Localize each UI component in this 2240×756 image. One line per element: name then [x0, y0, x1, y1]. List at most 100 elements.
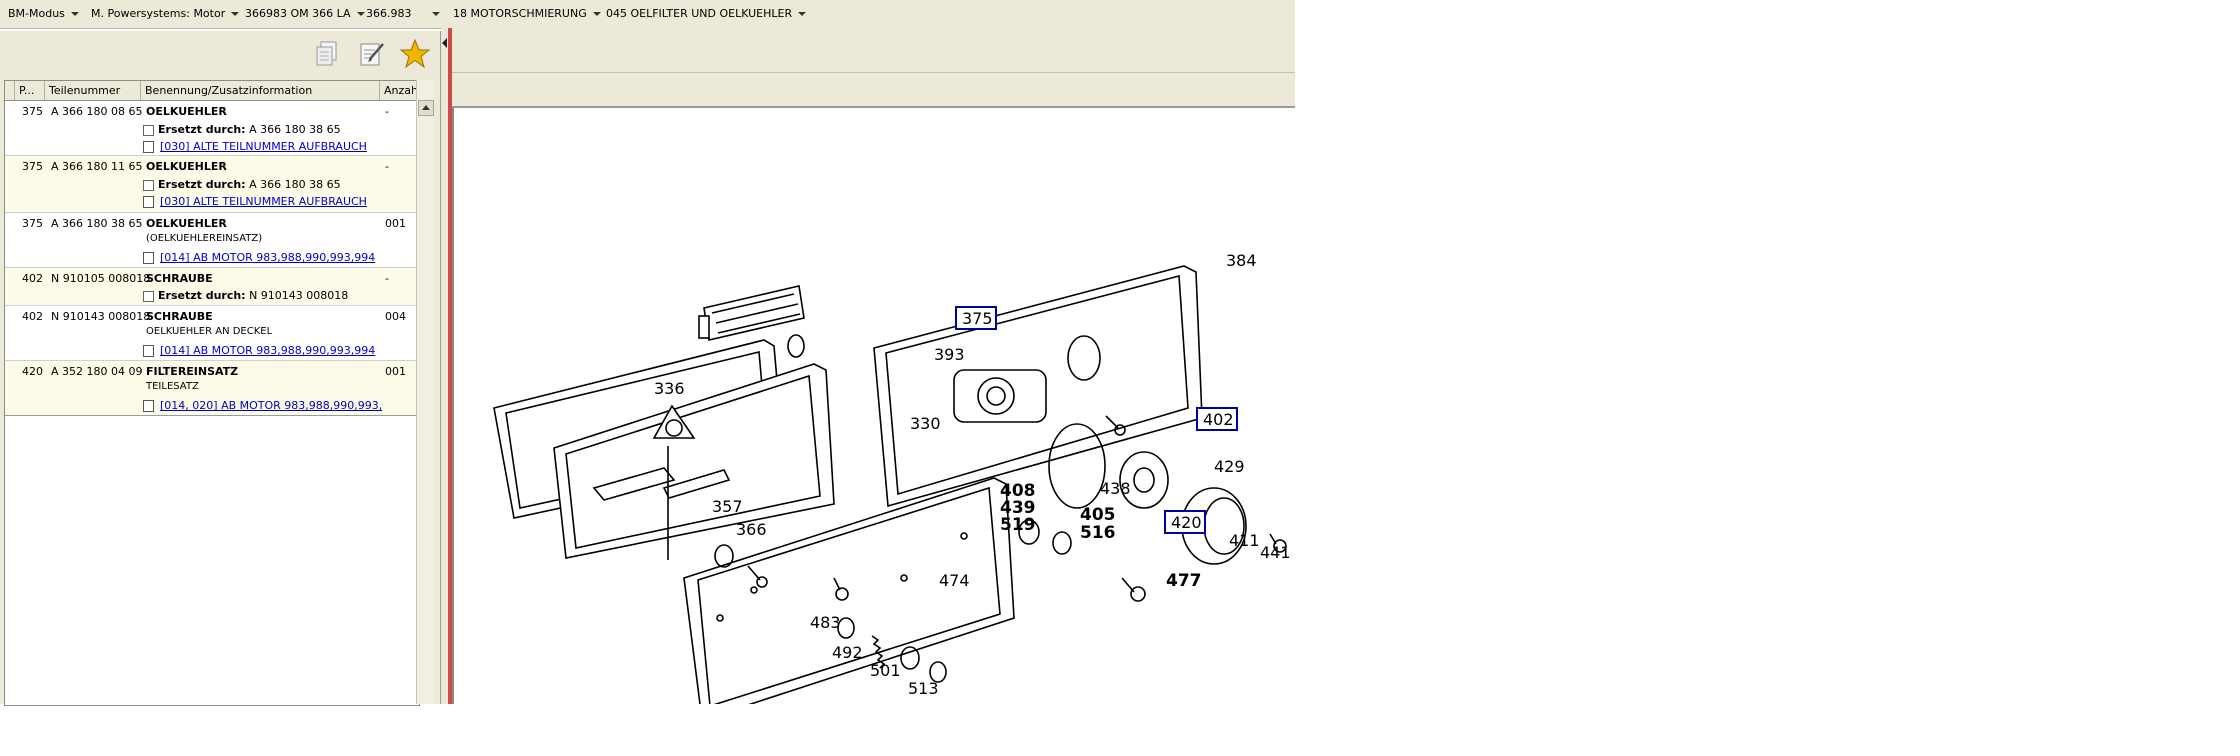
row-qty: 004 — [385, 310, 406, 323]
parts-table: P... Teilenummer Benennung/Zusatzinforma… — [4, 80, 420, 706]
checkbox-icon[interactable] — [143, 124, 154, 136]
row-pos: 375 — [22, 160, 43, 173]
callout-336: 336 — [654, 379, 685, 398]
collapse-left-icon[interactable] — [442, 38, 447, 48]
row-qty: - — [385, 272, 389, 285]
drawing-toolbar-row — [452, 28, 1295, 73]
row-part-name: OELKUEHLER — [146, 160, 227, 173]
exploded-drawing-svg: 384 375 393 336 402 330 429 438 357 366 … — [493, 251, 1291, 704]
callout-405: 405 — [1080, 505, 1116, 525]
chevron-down-icon — [431, 12, 440, 16]
row-qty: - — [385, 105, 389, 118]
row-part-number: A 366 180 11 65 — [51, 160, 143, 173]
callout-483: 483 — [810, 613, 841, 632]
callout-420[interactable]: 420 — [1171, 513, 1202, 532]
row-qty: 001 — [385, 365, 406, 378]
checkbox-icon[interactable] — [143, 179, 154, 191]
callout-441: 441 — [1260, 543, 1291, 562]
table-row[interactable]: 402 N 910105 008018 SCHRAUBE - Ersetzt d… — [5, 268, 419, 306]
document-icon — [143, 141, 154, 153]
seal-ring-393 — [787, 334, 805, 358]
breadcrumb-model[interactable]: 366983 OM 366 LA — [245, 7, 365, 21]
row-part-number: A 366 180 08 65 — [51, 105, 143, 118]
column-header-number[interactable]: Teilenummer — [45, 81, 141, 100]
row-replacement: Ersetzt durch: A 366 180 38 65 — [143, 178, 341, 192]
breadcrumb-type[interactable]: 366.983 — [366, 7, 440, 21]
scroll-up-button[interactable] — [418, 100, 434, 116]
chevron-down-icon — [798, 12, 807, 16]
document-icon — [143, 400, 154, 412]
row-pos: 420 — [22, 365, 43, 378]
row-part-name: OELKUEHLER — [146, 217, 227, 230]
star-icon[interactable] — [398, 37, 432, 71]
callout-357: 357 — [712, 497, 743, 516]
vertical-scrollbar[interactable] — [416, 80, 434, 704]
seal-357 — [714, 544, 734, 568]
seal-ring-438 — [1048, 423, 1106, 509]
row-part-name: SCHRAUBE — [146, 272, 213, 285]
column-header-pos[interactable]: P... — [15, 81, 45, 100]
row-replacement: Ersetzt durch: A 366 180 38 65 — [143, 123, 341, 137]
column-header-qty[interactable]: Anzahl — [384, 84, 419, 97]
breadcrumb-subgroup[interactable]: 045 OELFILTER UND OELKUEHLER — [606, 7, 807, 21]
row-qty: - — [385, 160, 389, 173]
washer-408 — [1018, 519, 1040, 545]
table-row[interactable]: 402 N 910143 008018 SCHRAUBE 004 OELKUEH… — [5, 306, 419, 361]
table-row[interactable]: 375 A 366 180 08 65 OELKUEHLER - Ersetzt… — [5, 101, 419, 156]
breadcrumb-mode[interactable]: BM-Modus — [8, 7, 79, 21]
breadcrumb-group[interactable]: 18 MOTORSCHMIERUNG — [453, 7, 601, 21]
row-footnote-link[interactable]: [014, 020] AB MOTOR 983,988,990,993, — [143, 399, 382, 413]
callout-box-375[interactable] — [955, 306, 997, 330]
callout-516: 516 — [1080, 523, 1116, 543]
document-icon — [143, 252, 154, 264]
table-header: P... Teilenummer Benennung/Zusatzinforma… — [5, 81, 419, 101]
callout-box-402[interactable] — [1196, 407, 1238, 431]
header-spacer — [5, 81, 15, 100]
part-336 — [652, 404, 696, 560]
callout-519: 519 — [1000, 515, 1036, 535]
chevron-down-icon — [70, 12, 79, 16]
row-pos: 375 — [22, 217, 43, 230]
row-qty: 001 — [385, 217, 406, 230]
row-part-number: A 352 180 04 09 — [51, 365, 143, 378]
panel-splitter[interactable] — [441, 28, 448, 704]
splitter-highlight — [448, 28, 452, 704]
parts-list-panel: P... Teilenummer Benennung/Zusatzinforma… — [0, 31, 441, 706]
row-footnote-link[interactable]: [014] AB MOTOR 983,988,990,993,994 — [143, 251, 375, 265]
row-part-number: N 910143 008018 — [51, 310, 151, 323]
row-replacement: Ersetzt durch: N 910143 008018 — [143, 289, 348, 303]
drawing-toolbar — [452, 28, 1295, 108]
oil-cooler-housing — [683, 477, 1015, 704]
oil-cooler-element — [698, 285, 805, 341]
copy-icon[interactable] — [312, 37, 346, 71]
column-header-name[interactable]: Benennung/Zusatzinformation — [141, 81, 380, 100]
row-part-info: TEILESATZ — [146, 381, 199, 392]
chevron-down-icon — [592, 12, 601, 16]
row-part-name: SCHRAUBE — [146, 310, 213, 323]
checkbox-icon[interactable] — [143, 290, 154, 302]
callout-477: 477 — [1166, 571, 1202, 591]
row-footnote-link[interactable]: [014] AB MOTOR 983,988,990,993,994 — [143, 344, 375, 358]
row-footnote-link[interactable]: [030] ALTE TEILNUMMER AUFBRAUCH — [143, 195, 367, 209]
gasket-plate-inner — [553, 363, 835, 559]
table-row[interactable]: 375 A 366 180 38 65 OELKUEHLER 001 (OELK… — [5, 213, 419, 268]
callout-375[interactable]: 375 — [962, 309, 993, 328]
breadcrumb-product[interactable]: M. Powersystems: Motor — [91, 7, 240, 21]
callout-402[interactable]: 402 — [1203, 410, 1234, 429]
plug-405 — [1052, 531, 1072, 555]
table-row[interactable]: 420 A 352 180 04 09 FILTEREINSATZ 001 TE… — [5, 361, 419, 416]
callout-513: 513 — [908, 679, 939, 698]
row-pos: 375 — [22, 105, 43, 118]
row-part-info: (OELKUEHLEREINSATZ) — [146, 233, 263, 244]
table-row[interactable]: 375 A 366 180 11 65 OELKUEHLER - Ersetzt… — [5, 156, 419, 213]
spring-492 — [871, 635, 886, 669]
washer-501 — [900, 646, 920, 670]
plug-477 — [1121, 577, 1146, 602]
callout-box-420[interactable] — [1164, 510, 1206, 534]
edit-note-icon[interactable] — [356, 37, 390, 71]
callout-384: 384 — [1226, 251, 1257, 270]
filter-element-429 — [1119, 451, 1169, 509]
row-part-name: FILTEREINSATZ — [146, 365, 239, 378]
row-part-number: N 910105 008018 — [51, 272, 151, 285]
row-footnote-link[interactable]: [030] ALTE TEILNUMMER AUFBRAUCH — [143, 140, 367, 154]
